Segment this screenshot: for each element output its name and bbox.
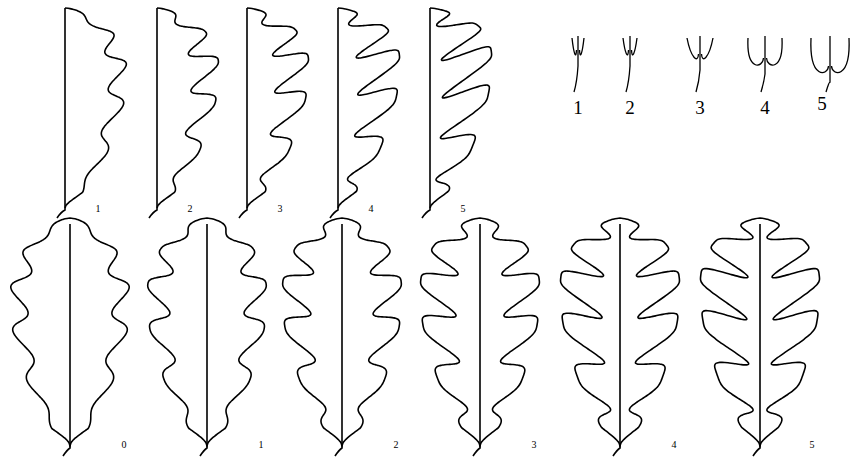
stage-number: 5 — [461, 204, 466, 214]
sinus-outline — [832, 38, 850, 73]
half-leaf-outline — [247, 8, 308, 208]
midrib-line — [696, 36, 700, 92]
stage-number: 3 — [278, 204, 283, 214]
sinus-outline — [702, 38, 714, 59]
sinus-stage-number: 5 — [817, 94, 827, 113]
midrib-line — [200, 224, 207, 456]
sinus-outline — [580, 38, 585, 55]
midrib-line — [149, 8, 157, 218]
stage-number: 0 — [122, 440, 127, 450]
half-leaf-outline — [430, 8, 492, 208]
full-leaf-group — [11, 218, 820, 456]
half-leaf-outline — [65, 8, 126, 208]
sinus-stage-number: 4 — [760, 98, 770, 117]
midrib-line — [613, 224, 620, 456]
midrib-line — [761, 36, 765, 92]
sinus-outline — [748, 38, 764, 65]
stage-number: 4 — [369, 204, 374, 214]
midrib-line — [335, 224, 342, 456]
stage-number: 2 — [188, 204, 193, 214]
midrib-line — [574, 36, 578, 92]
sinus-shape-group — [572, 36, 849, 92]
stage-number: 4 — [672, 440, 677, 450]
midrib-line — [330, 8, 338, 218]
half-leaf-outline — [338, 8, 400, 208]
sinus-outline — [811, 38, 829, 73]
sinus-outline — [767, 38, 783, 65]
sinus-outline — [623, 38, 629, 55]
midrib-line — [57, 8, 65, 218]
midrib-line — [239, 8, 247, 218]
midrib-line — [753, 224, 760, 456]
midrib-line — [826, 36, 830, 92]
sinus-outline — [687, 38, 699, 59]
sinus-stage-number: 1 — [573, 98, 583, 117]
stage-number: 2 — [394, 440, 399, 450]
midrib-line — [626, 36, 630, 92]
stage-number: 5 — [810, 440, 815, 450]
stage-number: 3 — [532, 440, 537, 450]
sinus-outline — [572, 38, 577, 55]
midrib-line — [422, 8, 430, 218]
stage-number: 1 — [96, 204, 101, 214]
half-leaf-outline — [157, 8, 218, 208]
sinus-stage-number: 3 — [695, 98, 705, 117]
midrib-line — [63, 224, 70, 456]
midrib-line — [473, 224, 480, 456]
stage-number: 1 — [259, 440, 264, 450]
sinus-outline — [632, 38, 638, 55]
half-leaf-group — [57, 8, 492, 218]
sinus-stage-number: 2 — [625, 98, 635, 117]
